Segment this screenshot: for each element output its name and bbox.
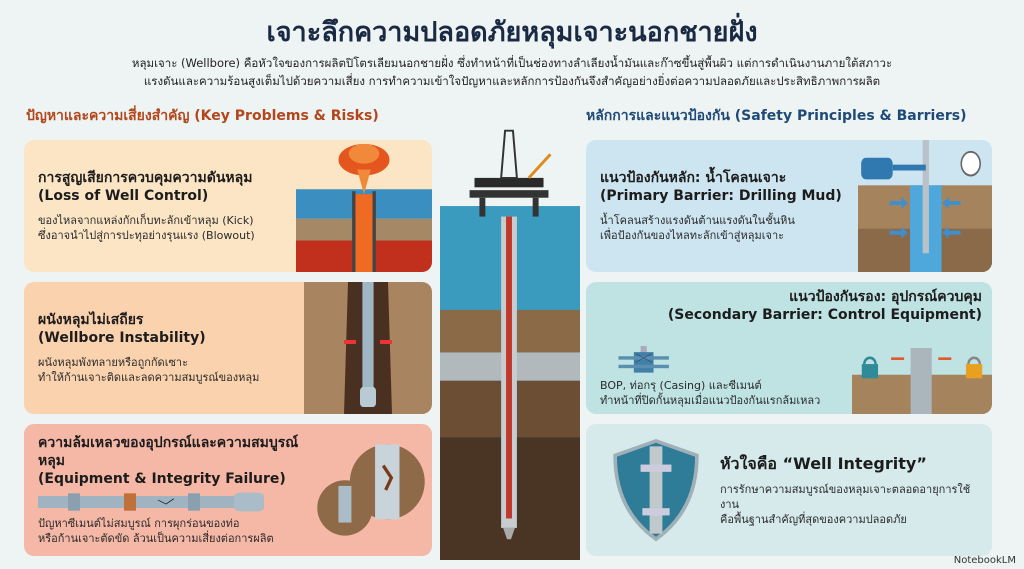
card-title: แนวป้องกันรอง: อุปกรณ์ควบคุม bbox=[789, 289, 982, 305]
card-subtitle: (Primary Barrier: Drilling Mud) bbox=[600, 188, 842, 204]
card-wellbore-instability: ผนังหลุมไม่เสถียร(Wellbore Instability) … bbox=[24, 282, 432, 414]
principles-heading: หลักการและแนวป้องกัน (Safety Principles … bbox=[586, 108, 967, 124]
card-desc: ของไหลจากแหล่งกักเก็บทะลักเข้าหลุม (Kick… bbox=[38, 214, 254, 227]
intro-line: แรงดันและความร้อนสูงเต็มไปด้วยความเสี่ยง… bbox=[143, 74, 881, 88]
notebooklm-logo: NotebookLM bbox=[953, 555, 1016, 566]
card-title: แนวป้องกันหลัก: น้ำโคลนเจาะ bbox=[600, 170, 787, 186]
card-desc: BOP, ท่อกรุ (Casing) และซีเมนต์ bbox=[600, 379, 762, 392]
card-title: ผนังหลุมไม่เสถียร bbox=[38, 312, 144, 328]
offshore-well-diagram bbox=[440, 129, 580, 560]
card-subtitle: (Loss of Well Control) bbox=[38, 188, 209, 204]
card-desc: หรือก้านเจาะตัดขัด ล้วนเป็นความเสี่ยงต่อ… bbox=[38, 532, 274, 545]
card-subtitle: (Equipment & Integrity Failure) bbox=[38, 471, 286, 487]
intro-line: หลุมเจาะ (Wellbore) คือหัวใจของการผลิตปิ… bbox=[131, 56, 893, 70]
card-desc: ทำให้ก้านเจาะติดและลดความสมบูรณ์ของหลุม bbox=[38, 371, 260, 384]
card-secondary-barrier: แนวป้องกันรอง: อุปกรณ์ควบคุม (Secondary B… bbox=[586, 282, 992, 414]
card-loss-of-well-control: การสูญเสียการควบคุมความดันหลุม (Loss of W… bbox=[24, 140, 432, 272]
card-equipment-failure: ความล้มเหลวของอุปกรณ์และความสมบูรณ์หลุม (… bbox=[24, 424, 432, 556]
card-subtitle: (Wellbore Instability) bbox=[38, 330, 206, 346]
intro-text: หลุมเจาะ (Wellbore) คือหัวใจของการผลิตปิ… bbox=[40, 54, 984, 90]
card-desc: คือพื้นฐานสำคัญที่สุดของความปลอดภัย bbox=[720, 512, 907, 526]
card-well-integrity: หัวใจคือ “Well Integrity” การรักษาความสม… bbox=[586, 424, 992, 556]
blowout-illustration bbox=[296, 143, 432, 272]
page-title: เจาะลึกความปลอดภัยหลุมเจาะนอกชายฝั่ง bbox=[266, 17, 758, 48]
card-desc: ปัญหาซีเมนต์ไม่สมบูรณ์ การผุกร่อนของท่อ bbox=[38, 517, 240, 530]
card-desc: ซึ่งอาจนำไปสู่การปะทุอย่างรุนแรง (Blowou… bbox=[38, 229, 255, 242]
card-title: การสูญเสียการควบคุมความดันหลุม bbox=[38, 170, 253, 186]
card-desc: ทำหน้าที่ปิดกั้นหลุมเมื่อแนวป้องกันแรกล้… bbox=[600, 394, 821, 407]
card-desc: เพื่อป้องกันของไหลทะลักเข้าสู่หลุมเจาะ bbox=[600, 229, 785, 242]
drilling-mud-illustration bbox=[858, 140, 992, 272]
corroded-pipe-illustration bbox=[38, 492, 264, 512]
card-title: หัวใจคือ “Well Integrity” bbox=[720, 453, 927, 473]
card-primary-barrier: แนวป้องกันหลัก: น้ำโคลนเจาะ (Primary Barr… bbox=[586, 140, 992, 272]
casing-lock-illustration bbox=[852, 348, 992, 414]
collapsing-wellbore-illustration bbox=[304, 282, 432, 414]
risks-heading: ปัญหาและความเสี่ยงสำคัญ (Key Problems & … bbox=[26, 108, 379, 124]
cement-crack-illustration bbox=[317, 444, 425, 536]
card-desc: การรักษาความสมบูรณ์ของหลุมเจาะตลอดอายุกา… bbox=[720, 482, 971, 511]
bop-illustration bbox=[618, 346, 669, 373]
card-title: ความล้มเหลวของอุปกรณ์และความสมบูรณ์หลุม bbox=[38, 435, 299, 469]
card-subtitle: (Secondary Barrier: Control Equipment) bbox=[667, 307, 982, 323]
card-desc: น้ำโคลนสร้างแรงดันต้านแรงดันในชั้นหิน bbox=[600, 214, 795, 227]
card-desc: ผนังหลุมพังทลายหรือถูกกัดเซาะ bbox=[38, 356, 189, 369]
shield-icon bbox=[613, 438, 699, 542]
